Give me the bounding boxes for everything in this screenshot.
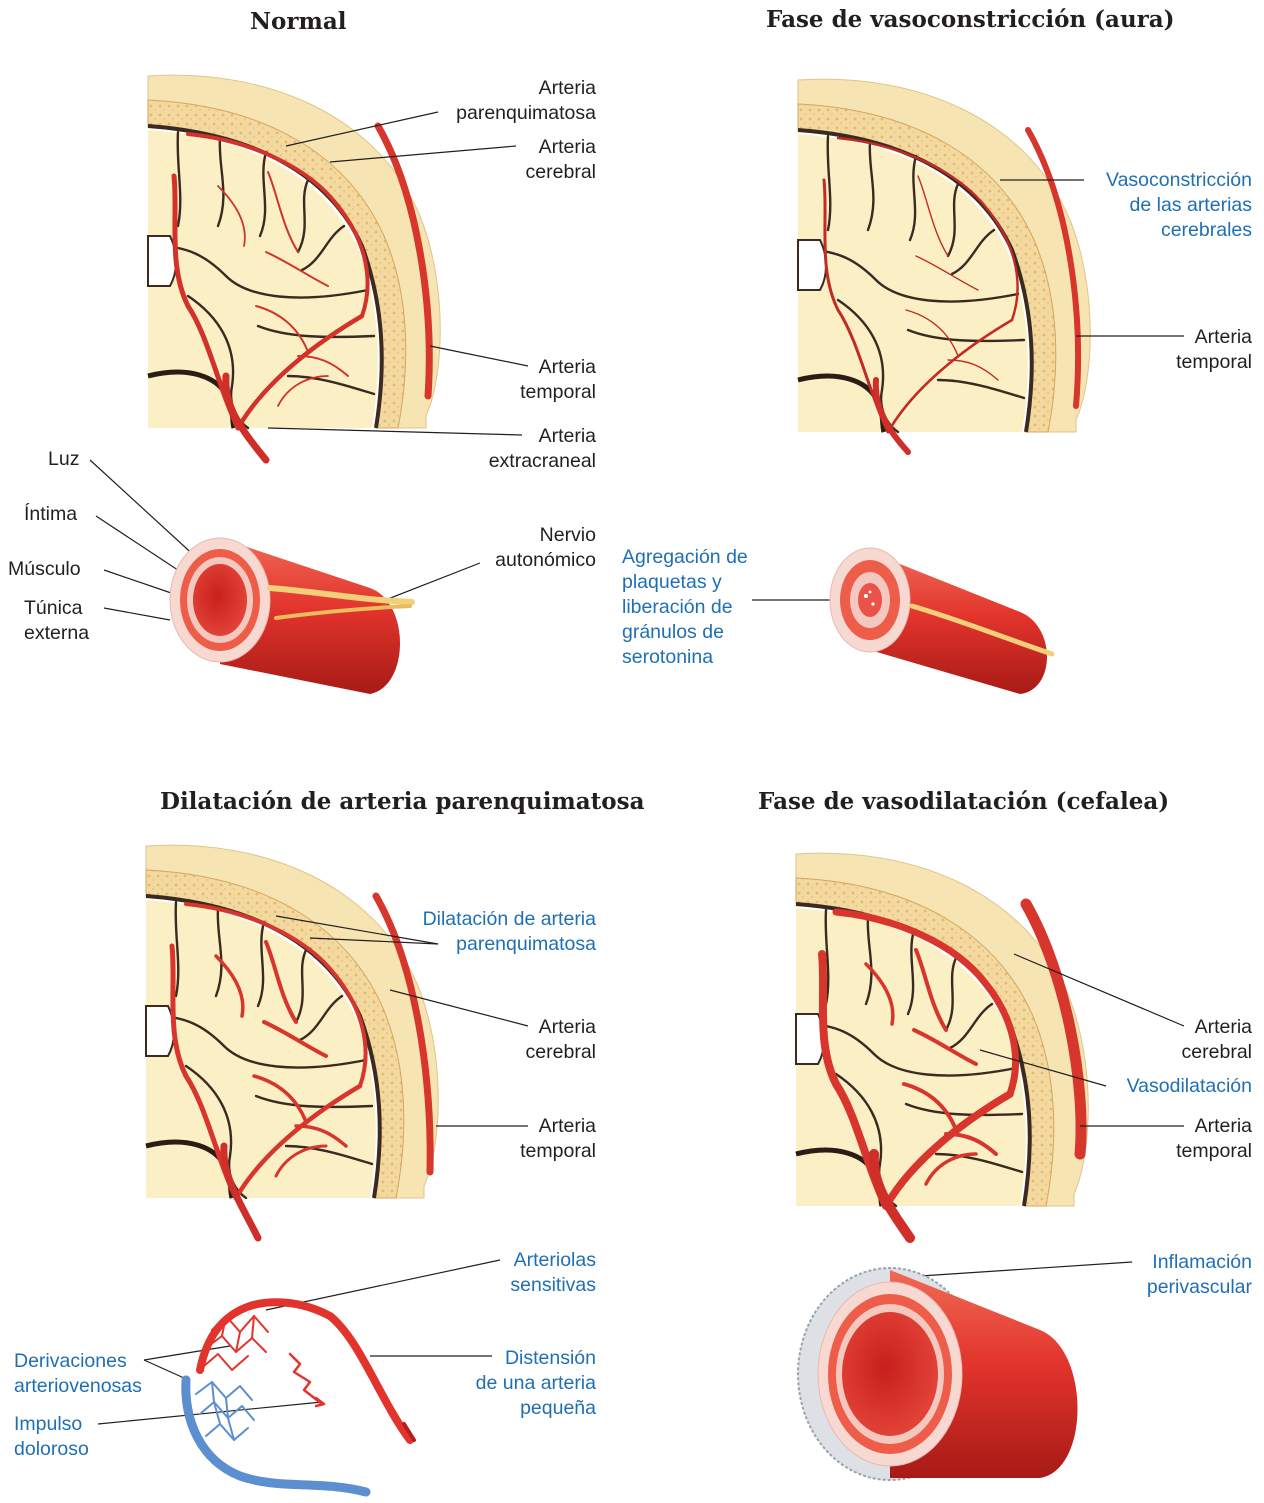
label-arteria-temporal-cefalea: Arteria temporal xyxy=(1176,1114,1252,1164)
label-vasoconstriccion: Vasoconstricción de las arterias cerebra… xyxy=(1106,168,1252,243)
label-arteria-cerebral: Arteria cerebral xyxy=(526,135,596,185)
label-arteria-cerebral-dilatacion: Arteria cerebral xyxy=(526,1015,596,1065)
artery-cylinder-constricted xyxy=(830,548,1052,694)
label-vasodilatacion: Vasodilatación xyxy=(1127,1074,1252,1099)
label-arteria-temporal: Arteria temporal xyxy=(520,355,596,405)
label-luz: Luz xyxy=(48,447,79,472)
label-distension-arteria: Distensión de una arteria pequeña xyxy=(476,1346,596,1421)
panel-title-aura: Fase de vasoconstricción (aura) xyxy=(766,6,1175,33)
microvascular-network xyxy=(186,1302,414,1492)
label-arteria-parenquimatosa: Arteria parenquimatosa xyxy=(456,76,596,126)
label-nervio-autonomico: Nervio autonómico xyxy=(495,523,596,573)
label-agregacion-plaquetas: Agregación de plaquetas y liberación de … xyxy=(622,545,748,670)
label-impulso-doloroso: Impulso doloroso xyxy=(14,1412,89,1462)
label-arteria-cerebral-cefalea: Arteria cerebral xyxy=(1182,1015,1252,1065)
brain-section-normal xyxy=(148,75,440,460)
label-derivaciones-arteriovenosas: Derivaciones arteriovenosas xyxy=(14,1349,142,1399)
label-musculo: Músculo xyxy=(8,557,81,582)
label-intima: Íntima xyxy=(24,502,77,527)
label-inflamacion-perivascular: Inflamación perivascular xyxy=(1147,1250,1252,1300)
brain-section-dilatacion xyxy=(146,845,438,1238)
artery-cylinder-inflamed xyxy=(798,1268,1078,1480)
panel-title-normal: Normal xyxy=(250,8,346,35)
brain-section-aura xyxy=(798,79,1090,452)
brain-section-cefalea xyxy=(796,853,1088,1238)
panel-cefalea xyxy=(796,853,1184,1480)
label-arteria-extracraneal: Arteria extracraneal xyxy=(489,424,596,474)
panel-title-dilatacion: Dilatación de arteria parenquimatosa xyxy=(160,788,644,815)
artery-cylinder-normal xyxy=(170,538,412,694)
label-dilatacion-arteria: Dilatación de arteria parenquimatosa xyxy=(423,907,596,957)
label-arteriolas-sensitivas: Arteriolas sensitivas xyxy=(510,1248,596,1298)
panel-title-cefalea: Fase de vasodilatación (cefalea) xyxy=(758,788,1169,815)
label-arteria-temporal-dilatacion: Arteria temporal xyxy=(520,1114,596,1164)
panel-normal xyxy=(90,75,528,694)
label-arteria-temporal-aura: Arteria temporal xyxy=(1176,325,1252,375)
label-tunica-externa: Túnica externa xyxy=(24,596,89,646)
